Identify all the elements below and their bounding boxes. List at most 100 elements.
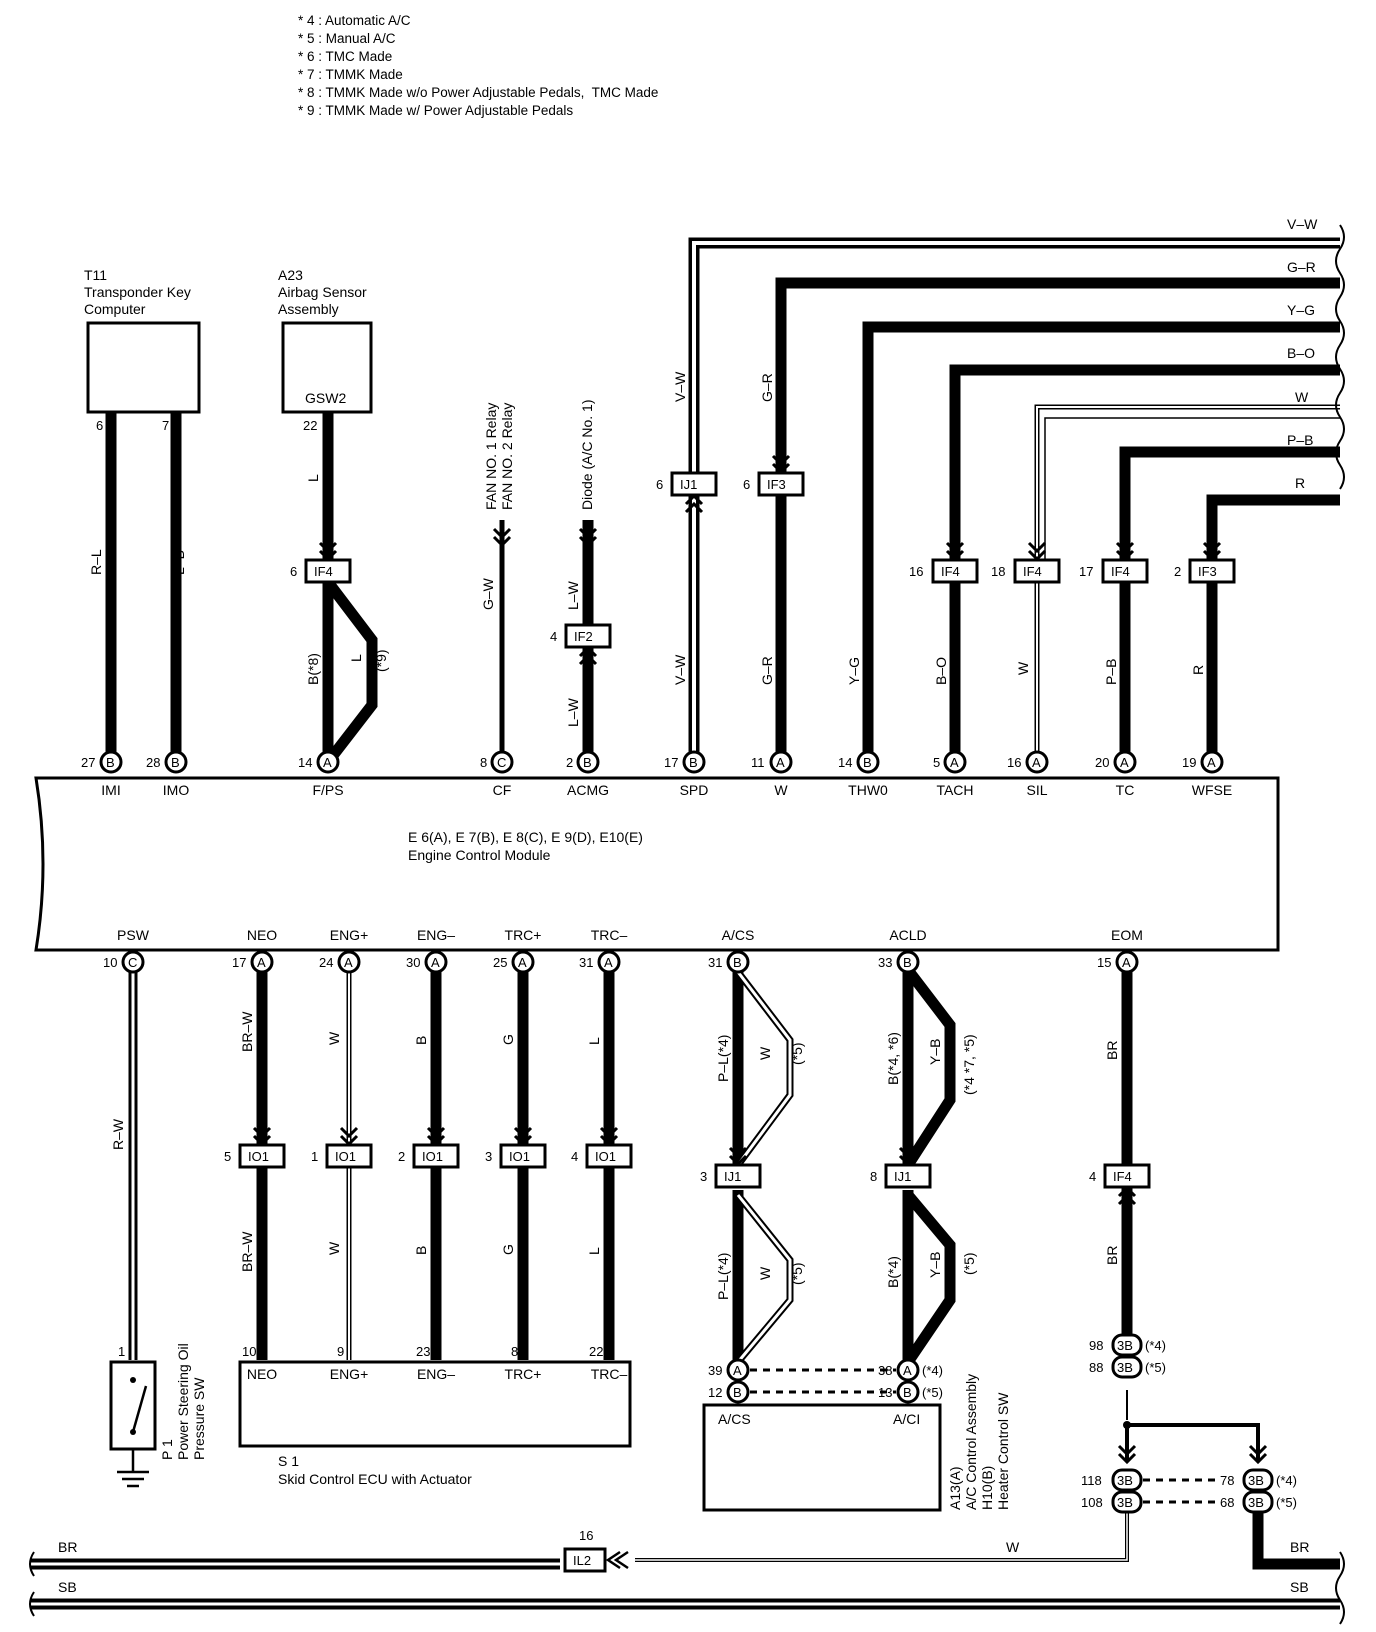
lbl-vw-bot: V–W xyxy=(672,654,688,685)
s1-pin-num-2: 23 xyxy=(416,1344,430,1359)
a13-pair-num-0: 38 xyxy=(878,1363,892,1378)
s1-pin-name-4: TRC– xyxy=(591,1366,628,1382)
lower-pin-5-circle xyxy=(597,950,621,974)
j3b-bot-0-box xyxy=(1111,1468,1143,1492)
lbl-brw-bot: BR–W xyxy=(239,1231,255,1272)
lbl-fan1: FAN NO. 1 Relay xyxy=(483,403,499,510)
upper-pin-11-letter: A xyxy=(1207,755,1216,770)
arrow-down-icon-diode-2 xyxy=(578,527,598,540)
a13-pair-1-letter: B xyxy=(903,1385,912,1400)
upper-pin-1-letter: B xyxy=(171,755,180,770)
upper-pin-num-6: 11 xyxy=(751,755,765,770)
j3b-top-num-0: 98 xyxy=(1089,1338,1103,1353)
lower-conn-1-num: 1 xyxy=(311,1149,318,1164)
lower-conn-2-label: IO1 xyxy=(422,1149,443,1164)
upper-conn-3-num: 6 xyxy=(743,477,750,492)
upper-pin-name-1: IMO xyxy=(163,782,190,798)
a13-term-right: A/CI xyxy=(893,1411,920,1427)
j3b-bot-0-label: 3B xyxy=(1117,1473,1133,1488)
note-9: * 9 : TMMK Made w/ Power Adjustable Peda… xyxy=(298,103,574,118)
upper-pin-9-circle xyxy=(1025,750,1049,774)
lower-pin-name-8: EOM xyxy=(1111,927,1143,943)
a23-name1: Airbag Sensor xyxy=(278,284,367,300)
upper-conn-6-num: 17 xyxy=(1079,564,1093,579)
p1-switch: 1 P 1 Power Steering Oil Pressure SW xyxy=(109,1343,207,1488)
p1-code: P 1 xyxy=(159,1439,175,1460)
upper-pin-num-9: 16 xyxy=(1007,755,1021,770)
lbl-w-sil: W xyxy=(1015,661,1031,675)
ecm-box xyxy=(34,776,1280,952)
lower-pin-5-letter: A xyxy=(604,955,613,970)
lbl-l9-note: (*9) xyxy=(373,649,389,672)
lbl-vw-top: V–W xyxy=(672,371,688,402)
lbl-yb-bot: Y–B xyxy=(927,1252,943,1278)
upper-pin-name-10: TC xyxy=(1116,782,1135,798)
wire-w5-top-i xyxy=(736,971,792,1166)
lower-pin-6-circle xyxy=(726,950,750,974)
rlbl-bo: B–O xyxy=(1287,345,1315,361)
upper-pin-num-3: 8 xyxy=(480,755,487,770)
lower-conn-4-label: IO1 xyxy=(595,1149,616,1164)
lower-pin-name-2: ENG+ xyxy=(330,927,369,943)
lower-conn-6-label: IJ1 xyxy=(894,1169,911,1184)
a13-pin-num-0: 39 xyxy=(708,1363,722,1378)
upper-pin-0-circle xyxy=(99,750,123,774)
s1-box xyxy=(238,1360,632,1448)
upper-conn-0-num: 6 xyxy=(290,564,297,579)
upper-pin-num-4: 2 xyxy=(566,755,573,770)
lower-pin-num-5: 31 xyxy=(579,955,593,970)
lower-conn-6-box xyxy=(884,1163,932,1189)
upper-pin-3-letter: C xyxy=(497,755,506,770)
j3b-top-num-1: 88 xyxy=(1089,1360,1103,1375)
a13-note-1: (*5) xyxy=(922,1385,943,1400)
wire-w-il2-i xyxy=(635,1512,1128,1561)
a23-pin22: 22 xyxy=(303,418,317,433)
upper-conn-3-label: IF3 xyxy=(767,477,786,492)
il2-connector: 16 IL2 W xyxy=(563,1528,1020,1573)
wire-w5-top xyxy=(735,969,794,1168)
upper-pin-10-circle xyxy=(1113,750,1137,774)
a13-pair-0-circle xyxy=(896,1358,920,1382)
p1-pin: 1 xyxy=(118,1344,125,1359)
upper-pin-11-circle xyxy=(1200,750,1224,774)
lower-pin-name-6: A/CS xyxy=(722,927,755,943)
arrow-down-icon-l0-2 xyxy=(252,1126,272,1139)
lbl-pb: P–B xyxy=(1103,659,1119,685)
upper-wires xyxy=(105,237,1340,766)
lower-pin-name-3: ENG– xyxy=(417,927,455,943)
upper-pin-name-6: W xyxy=(774,782,788,798)
s1-pin-name-3: TRC+ xyxy=(505,1366,542,1382)
upper-pin-name-2: F/PS xyxy=(312,782,343,798)
upper-pin-name-5: SPD xyxy=(680,782,709,798)
lower-pin-1-letter: A xyxy=(257,955,266,970)
upper-pin-5-circle xyxy=(682,750,706,774)
lbl-n475: (*4 *7, *5) xyxy=(961,1034,977,1095)
upper-pin-8-letter: A xyxy=(950,755,959,770)
p1-box xyxy=(109,1360,157,1451)
lower-conn-7-box xyxy=(1103,1163,1151,1189)
s1-pin-name-0: NEO xyxy=(247,1366,277,1382)
lbl-pl4-bot: P–L(*4) xyxy=(715,1253,731,1300)
upper-pin-3-circle xyxy=(490,750,514,774)
lbl-l9: L xyxy=(348,654,364,662)
lbl-b4: B(*4) xyxy=(885,1256,901,1288)
w-bottom-label: W xyxy=(1006,1539,1020,1555)
p1-name2: Pressure SW xyxy=(191,1377,207,1460)
upper-conn-4-num: 16 xyxy=(909,564,923,579)
wire-pb xyxy=(1119,446,1340,762)
upper-pin-2-letter: A xyxy=(323,755,332,770)
wire-br-bus xyxy=(1252,1512,1340,1570)
lower-pin-2-circle xyxy=(337,950,361,974)
lbl-n5-bot: (*5) xyxy=(789,1262,805,1285)
lower-conn-1-box xyxy=(325,1143,373,1169)
s1-pin-name-2: ENG– xyxy=(417,1366,455,1382)
a13-note-0: (*4) xyxy=(922,1363,943,1378)
a23-name2: Assembly xyxy=(278,301,339,317)
lbl-gw: G–W xyxy=(480,577,496,610)
upper-pin-name-0: IMI xyxy=(101,782,120,798)
lower-pin-num-0: 10 xyxy=(103,955,117,970)
upper-conn-4-box xyxy=(931,558,979,584)
